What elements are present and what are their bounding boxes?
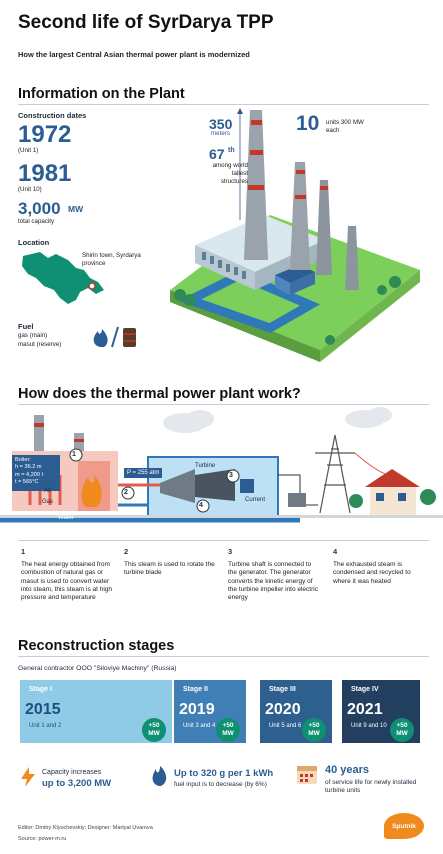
- rank-value: 67: [209, 146, 225, 162]
- step-1-text: The heat energy obtained from combustion…: [21, 561, 113, 602]
- location-text: Shirin town, Syrdarya province: [82, 252, 141, 267]
- info-heading: Information on the Plant: [18, 86, 185, 102]
- fuel-reserve: masut (reserve): [18, 341, 62, 348]
- units-value: 10: [296, 112, 320, 135]
- stage-label: Stage IV: [351, 686, 379, 693]
- air-label: Air: [44, 488, 52, 494]
- stage-label: Stage I: [29, 686, 52, 693]
- step-4-text: The exhausted steam is condensed and rec…: [333, 561, 411, 585]
- how-heading: How does the thermal power plant work?: [18, 386, 301, 402]
- capacity-increase-value: up to 3,200 MW: [42, 778, 112, 789]
- stage-year: 2021: [347, 701, 383, 718]
- marker-2: 2: [124, 489, 128, 496]
- year-1981: 1981: [18, 160, 72, 187]
- contractor-text: General contractor OOO "Siloviye Machiny…: [18, 665, 177, 672]
- divider: [18, 404, 429, 405]
- source: Source: power-m.ru: [18, 836, 67, 842]
- step-2-number: 2: [124, 547, 129, 556]
- divider: [18, 104, 429, 105]
- height-value: 350: [209, 116, 233, 132]
- plant-illustration: [170, 108, 420, 362]
- diagram-markers: [69, 448, 240, 513]
- page-title: Second life of SyrDarya TPP: [18, 12, 274, 33]
- capacity-label: total capacity: [18, 218, 55, 225]
- year-1972: 1972: [18, 121, 72, 148]
- unit1-note: (Unit 1): [18, 147, 39, 154]
- stage-units: Unit 9 and 10: [351, 723, 387, 729]
- current-label: Current: [245, 497, 266, 503]
- marker-3: 3: [229, 472, 233, 479]
- credits: Editor: Dmitry Klyuchevskiy; Designer: M…: [18, 825, 153, 831]
- marker-1: 1: [72, 451, 76, 458]
- flame-icon: [93, 329, 108, 347]
- stage-year: 2020: [265, 701, 301, 718]
- step-1-number: 1: [21, 547, 26, 556]
- gas-label: Gas: [42, 499, 54, 505]
- uzbekistan-map-icon: [22, 252, 104, 304]
- construction-dates-label: Construction dates: [18, 111, 87, 120]
- chimneys: [244, 110, 359, 290]
- service-life-text: of service life for newly installed turb…: [325, 779, 417, 795]
- step-3-text: Turbine shaft is connected to the genera…: [228, 561, 318, 602]
- stage-label: Stage II: [183, 686, 208, 693]
- water-label: Water: [58, 515, 74, 521]
- divider: [18, 656, 429, 657]
- stage-year: 2019: [179, 701, 215, 718]
- stage-label: Stage III: [269, 686, 296, 693]
- pressure-label: P = 255 atm: [124, 468, 163, 478]
- fuel-main: gas (main): [18, 332, 48, 339]
- height-unit: meters: [211, 130, 230, 137]
- lightning-icon: [21, 767, 35, 787]
- divider: [18, 540, 429, 541]
- step-3-number: 3: [228, 547, 233, 556]
- fuel-label: Fuel: [18, 322, 34, 331]
- location-label: Location: [18, 238, 50, 247]
- flame-icon: [152, 766, 167, 786]
- stage-units: Unit 1 and 2: [29, 723, 62, 729]
- stage-units: Unit 5 and 6: [269, 723, 302, 729]
- calendar-icon: [297, 766, 317, 784]
- step-2-text: This steam is used to rotate the turbine…: [124, 561, 215, 577]
- units-text: units 300 MW each: [326, 119, 364, 134]
- capacity-increase-text: Capacity increases: [42, 769, 102, 776]
- turbine-label: Turbine: [195, 463, 216, 469]
- stage-year: 2015: [25, 701, 61, 718]
- page-subtitle: How the largest Central Asian thermal po…: [18, 50, 250, 59]
- fuel-icons: [93, 326, 136, 348]
- boiler-info: Boiler: h = 36.2 m m = 4,200 t t = 565°C: [15, 457, 44, 485]
- service-life-value: 40 years: [325, 764, 370, 776]
- barrel-icon: [123, 328, 136, 347]
- fuel-input-value: Up to 320 g per 1 kWh: [174, 768, 274, 779]
- process-diagram: [0, 407, 443, 523]
- capacity-unit: MW: [68, 204, 84, 214]
- sputnik-logo[interactable]: Sputnik: [384, 813, 424, 839]
- fuel-input-text: fuel input is to decrease (by 6%): [174, 781, 267, 788]
- rank-suffix: th: [228, 147, 235, 154]
- marker-4: 4: [199, 502, 203, 509]
- unit10-note: (Unit 10): [18, 186, 42, 193]
- step-4-number: 4: [333, 547, 338, 556]
- capacity-value: 3,000: [18, 199, 61, 218]
- stage-units: Unit 3 and 4: [183, 723, 216, 729]
- recon-heading: Reconstruction stages: [18, 638, 175, 654]
- rank-text: among world tallest structures: [212, 162, 248, 185]
